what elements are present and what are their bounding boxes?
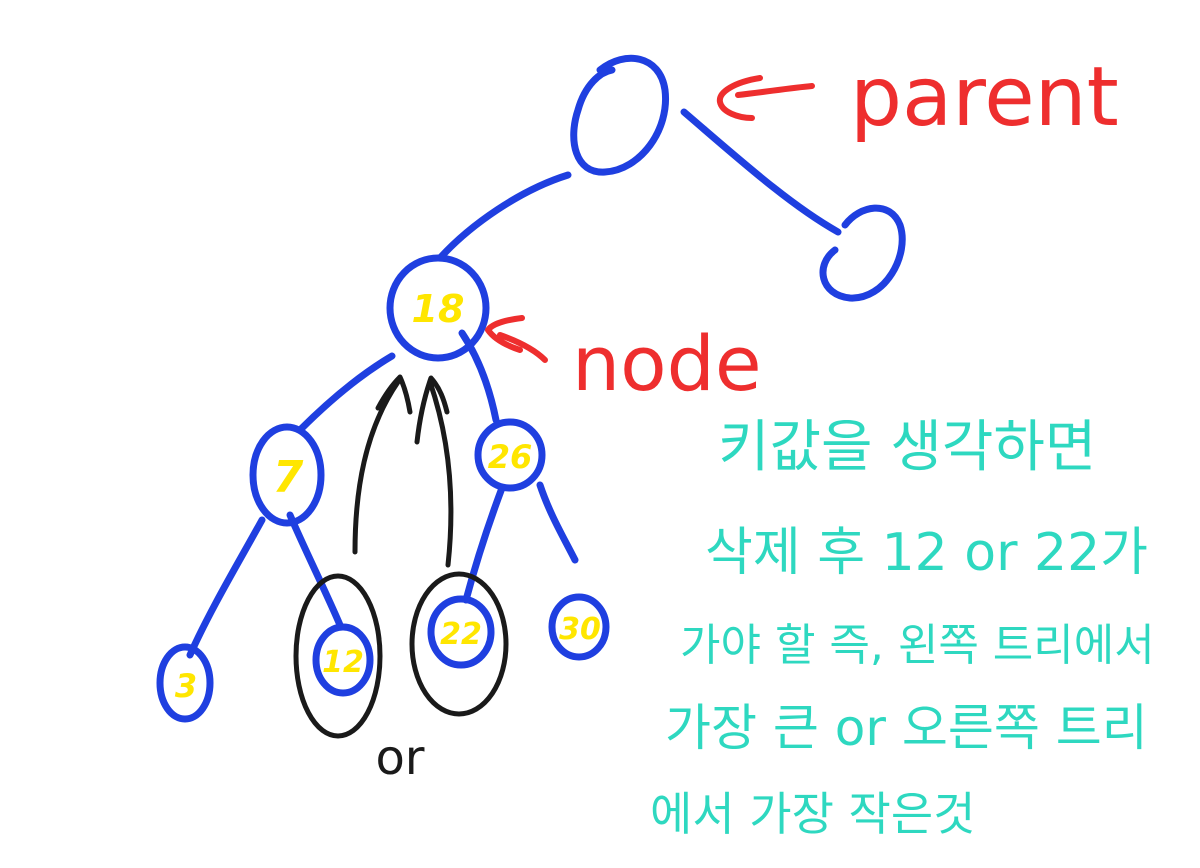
node-parent-right [819,204,906,302]
edge-n18-n7 [296,352,396,434]
node-n30: 30 [548,593,610,661]
parent-label: parent [850,50,1119,145]
node-n18: 18 [386,254,490,362]
note-line-5: 에서 가장 작은것 [650,787,975,841]
node-n3: 3 [156,643,214,723]
tree-nodes: 18 7 26 3 12 22 30 [156,54,906,723]
explanation-note: 키값을 생각하면 삭제 후 12 or 22가 가야 할 즉, 왼쪽 트리에서 … [650,415,1155,841]
parent-annotation: parent [716,50,1119,145]
replacement-arrows [352,374,454,568]
node-value: 26 [488,438,533,476]
node-n12: 12 [312,623,374,697]
node-value: 18 [412,287,465,331]
node-value: 7 [273,452,304,503]
highlight-n22 [409,571,509,717]
or-label: or [375,730,424,786]
edge-n7-n3 [186,516,266,659]
edge-n26-n22 [462,484,506,604]
edge-parent-n18 [436,171,572,262]
tree-edges [186,108,842,659]
node-value: 3 [175,667,197,705]
arrow-n12-to-n18 [352,374,413,555]
arrow-to-parent [716,75,815,121]
node-n26: 26 [474,418,546,492]
node-label: node [572,319,762,408]
edge-parent-right [680,108,842,236]
node-value: 30 [559,612,601,647]
node-value: 22 [440,617,482,652]
edge-n7-n12 [286,511,344,629]
node-parent [570,54,670,176]
edge-n18-n26 [458,329,500,424]
note-line-2: 삭제 후 12 or 22가 [705,523,1148,583]
edge-n26-n30 [536,481,579,564]
arrow-to-node [485,315,548,363]
note-line-1: 키값을 생각하면 [718,415,1096,480]
node-annotation: node [485,315,762,408]
node-n22: 22 [427,595,495,669]
highlight-n12 [293,573,383,739]
arrow-n22-to-n18 [414,375,454,568]
node-value: 12 [322,645,364,680]
candidate-highlights [293,571,509,739]
note-line-3: 가야 할 즉, 왼쪽 트리에서 [680,620,1155,671]
node-n7: 7 [249,423,325,527]
note-line-4: 가장 큰 or 오른쪽 트리 [665,699,1148,757]
